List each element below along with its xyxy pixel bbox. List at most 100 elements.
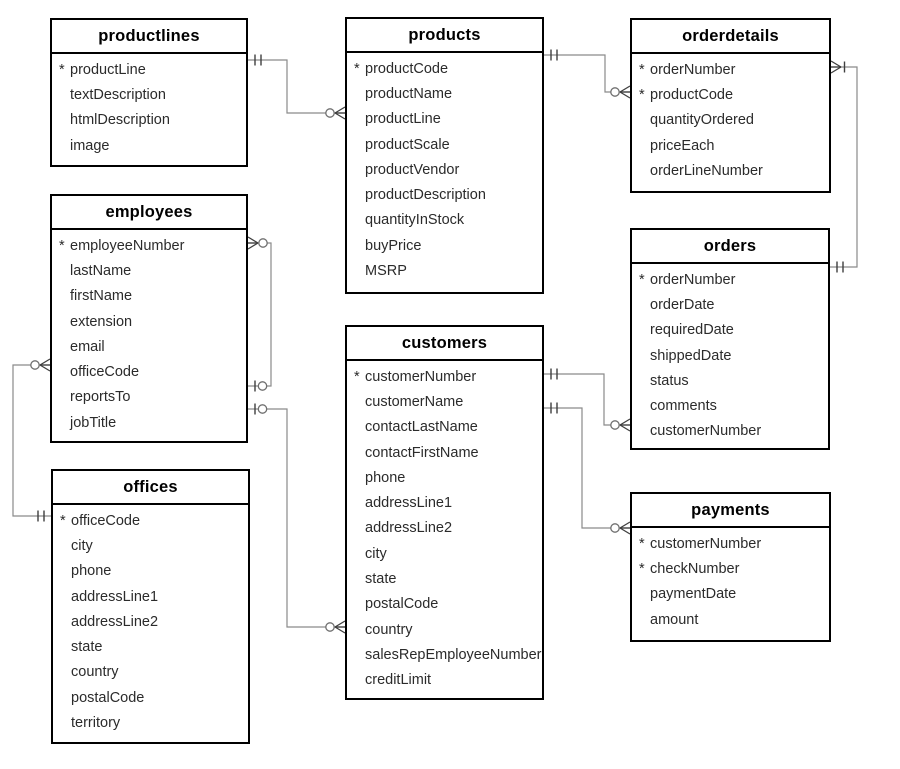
field-offices-city: city: [53, 533, 248, 558]
field-name: contactFirstName: [365, 444, 479, 461]
table-title-products: products: [347, 19, 542, 53]
field-orders-orderNumber: *orderNumber: [632, 267, 828, 292]
field-name: comments: [650, 398, 717, 415]
field-customers-state: state: [347, 566, 542, 591]
field-name: customerNumber: [650, 535, 762, 552]
field-name: orderLineNumber: [650, 162, 763, 179]
field-name: addressLine1: [365, 495, 453, 512]
relationship-employees-reportsTo-self: [248, 242, 272, 387]
field-products-buyPrice: buyPrice: [347, 233, 542, 258]
table-title-payments: payments: [632, 494, 829, 528]
primary-key-marker: *: [59, 237, 65, 254]
field-name: paymentDate: [650, 586, 737, 603]
field-name: productCode: [365, 60, 449, 77]
field-products-productVendor: productVendor: [347, 157, 542, 182]
field-employees-extension: extension: [52, 309, 246, 334]
field-customers-phone: phone: [347, 465, 542, 490]
field-products-productDescription: productDescription: [347, 182, 542, 207]
field-offices-territory: territory: [53, 710, 248, 735]
field-name: customerNumber: [365, 368, 477, 385]
field-name: quantityOrdered: [650, 112, 754, 129]
field-name: phone: [365, 469, 406, 486]
field-name: productScale: [365, 136, 450, 153]
field-name: addressLine2: [365, 520, 453, 537]
field-offices-addressLine2: addressLine2: [53, 609, 248, 634]
field-productlines-image: image: [52, 133, 246, 158]
field-customers-customerNumber: *customerNumber: [347, 364, 542, 389]
field-name: priceEach: [650, 137, 715, 154]
field-orderdetails-productCode: *productCode: [632, 82, 829, 107]
field-orderdetails-orderNumber: * orderNumber: [632, 57, 829, 82]
field-name: salesRepEmployeeNumber: [365, 646, 542, 663]
field-products-productScale: productScale: [347, 132, 542, 157]
relationship-employees-offices: [12, 364, 51, 517]
table-title-offices: offices: [53, 471, 248, 505]
field-name: state: [71, 639, 103, 656]
primary-key-marker: *: [639, 86, 645, 103]
field-payments-amount: amount: [632, 607, 829, 632]
field-name: productLine: [70, 61, 146, 78]
relationship-productlines-products: [248, 59, 345, 114]
field-productlines-textDescription: textDescription: [52, 82, 246, 107]
field-name: city: [71, 537, 93, 554]
field-name: orderNumber: [650, 61, 736, 78]
field-name: extension: [70, 313, 133, 330]
field-orderdetails-orderLineNumber: orderLineNumber: [632, 158, 829, 183]
field-customers-salesRepEmployeeNumber: salesRepEmployeeNumber: [347, 642, 542, 667]
field-products-productCode: * productCode: [347, 56, 542, 81]
field-orderdetails-quantityOrdered: quantityOrdered: [632, 108, 829, 133]
field-name: productName: [365, 85, 453, 102]
field-employees-lastName: lastName: [52, 258, 246, 283]
table-fields-orderdetails: * orderNumber *productCode quantityOrdered p…: [632, 54, 829, 183]
field-customers-postalCode: postalCode: [347, 592, 542, 617]
relationship-products-orderdetails: [544, 54, 630, 93]
field-name: territory: [71, 715, 121, 732]
field-offices-addressLine1: addressLine1: [53, 584, 248, 609]
field-payments-customerNumber: *customerNumber: [632, 531, 829, 556]
field-employees-jobTitle: jobTitle: [52, 410, 246, 435]
field-employees-firstName: firstName: [52, 284, 246, 309]
field-name: contactLastName: [365, 419, 478, 436]
field-name: creditLimit: [365, 672, 432, 689]
field-name: productVendor: [365, 161, 460, 178]
table-title-customers: customers: [347, 327, 542, 361]
field-customers-country: country: [347, 617, 542, 642]
field-name: status: [650, 372, 689, 389]
field-name: postalCode: [71, 689, 145, 706]
field-name: addressLine2: [71, 613, 159, 630]
field-name: quantityInStock: [365, 212, 465, 229]
field-name: state: [365, 571, 397, 588]
primary-key-marker: *: [639, 560, 645, 577]
field-customers-creditLimit: creditLimit: [347, 668, 542, 693]
field-employees-reportsTo: reportsTo: [52, 385, 246, 410]
primary-key-marker: *: [59, 61, 65, 78]
field-name: amount: [650, 611, 699, 628]
field-orders-status: status: [632, 368, 828, 393]
primary-key-marker: *: [639, 61, 645, 78]
field-offices-state: state: [53, 634, 248, 659]
field-name: officeCode: [70, 364, 140, 381]
table-title-orders: orders: [632, 230, 828, 264]
relationship-customers-payments: [544, 407, 630, 529]
relationship-orderdetails-orders: [830, 66, 858, 268]
primary-key-marker: *: [354, 60, 360, 77]
field-orderdetails-priceEach: priceEach: [632, 133, 829, 158]
field-productlines-htmlDescription: htmlDescription: [52, 108, 246, 133]
field-payments-paymentDate: paymentDate: [632, 582, 829, 607]
field-orders-requiredDate: requiredDate: [632, 318, 828, 343]
table-title-productlines: productlines: [52, 20, 246, 54]
field-name: customerNumber: [650, 423, 762, 440]
